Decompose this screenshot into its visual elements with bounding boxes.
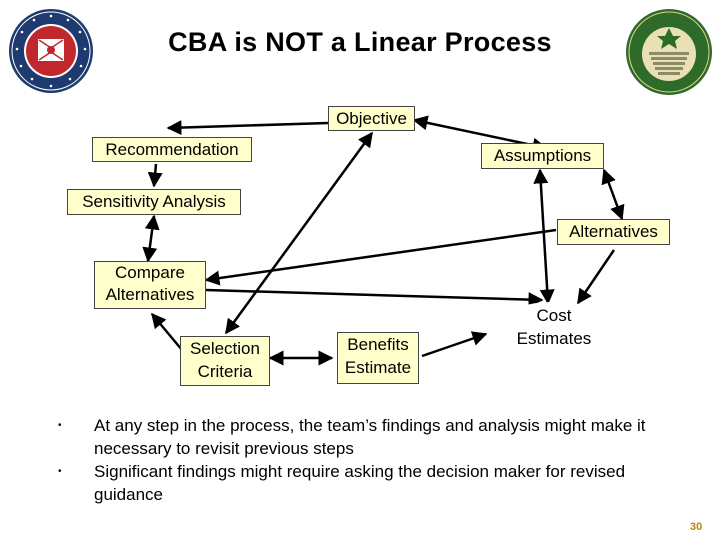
bullet-item: • Significant findings might require ask…: [58, 462, 626, 504]
node-alternatives: Alternatives: [557, 219, 670, 245]
slide-title: CBA is NOT a Linear Process: [168, 27, 552, 57]
arrow-objective-selection: [224, 131, 374, 335]
arrow-assumptions-alternatives: [601, 168, 625, 221]
node-objective: Objective: [328, 106, 415, 131]
bullet-dot: •: [58, 466, 62, 477]
arrow-benefits-cost: [421, 331, 488, 358]
node-selection-criteria: Selection Criteria: [180, 336, 270, 386]
page-number: 30: [690, 521, 703, 533]
bullet-item: • At any step in the process, the team’s…: [58, 416, 646, 458]
arrow-sensitivity-compare: [142, 214, 160, 263]
arrow-recommendation-sensitivity: [147, 163, 163, 188]
army-financial-management-seal-icon: [626, 9, 712, 95]
bullet-dot: •: [58, 420, 62, 431]
arrow-assumptions-cost: [533, 168, 555, 305]
arrow-objective-recommendation: [166, 120, 329, 136]
arrow-alternatives-cost: [576, 249, 616, 305]
node-cost-estimates: Cost Estimates: [516, 306, 592, 348]
cost-node-oval: [492, 302, 616, 358]
arrow-selection-compare: [151, 312, 183, 351]
arrow-alternatives-compare: [204, 228, 557, 286]
bullet-list: • At any step in the process, the team’s…: [58, 414, 698, 506]
army-secretary-seal-icon: [9, 9, 93, 93]
node-assumptions: Assumptions: [481, 143, 604, 169]
node-sensitivity-analysis: Sensitivity Analysis: [67, 189, 241, 215]
node-compare-alternatives: Compare Alternatives: [94, 261, 206, 309]
node-recommendation: Recommendation: [92, 137, 252, 162]
node-benefits-estimate: Benefits Estimate: [337, 332, 419, 384]
